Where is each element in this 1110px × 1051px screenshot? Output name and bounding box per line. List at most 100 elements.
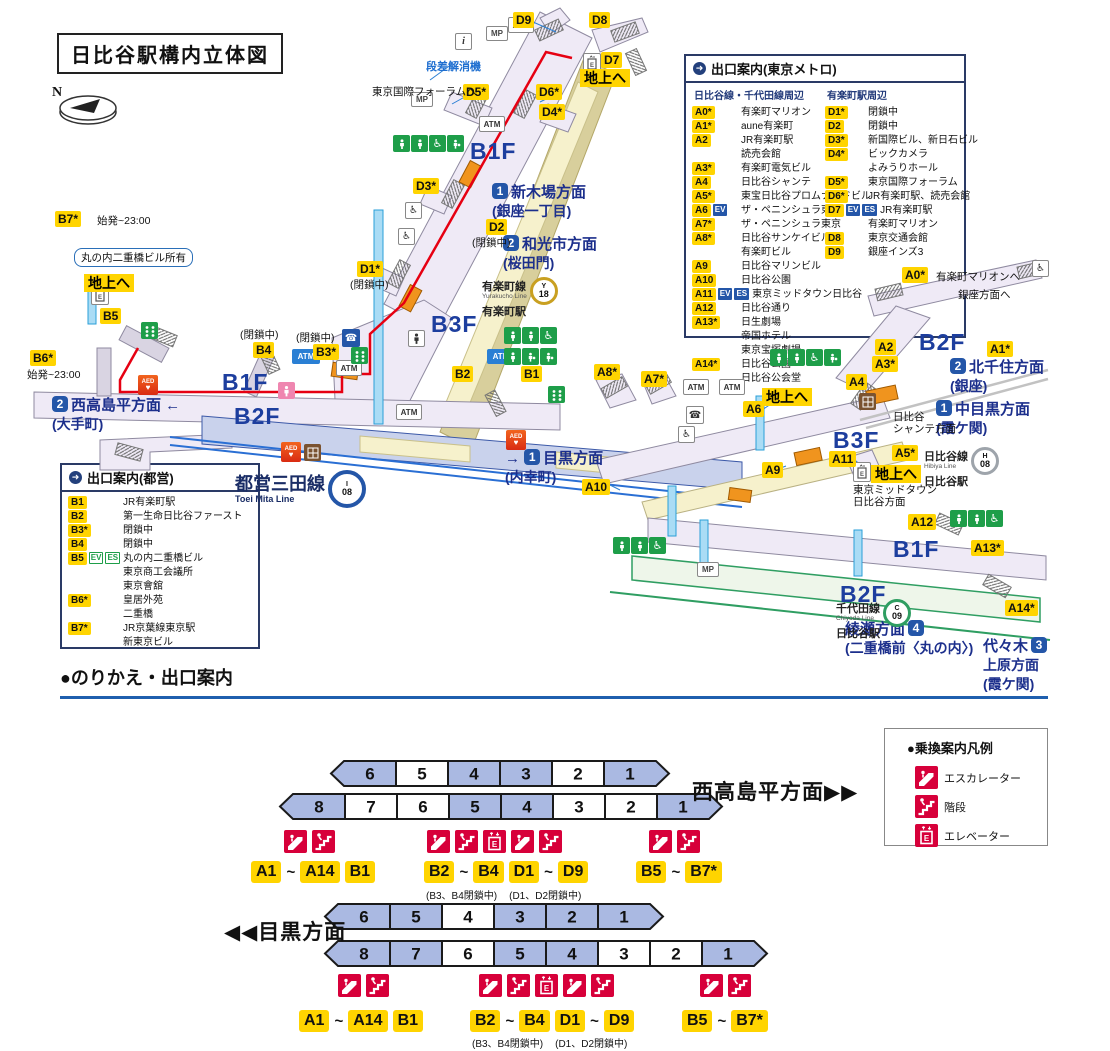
exit-range-badge-A14: A14	[348, 1010, 388, 1032]
car-number: 6	[418, 798, 427, 817]
tilde-separator: ~	[590, 1012, 599, 1030]
exit-code-badge: A4	[692, 176, 711, 189]
exit-badge-D9: D9	[513, 12, 535, 28]
exit-range-badge-B2: B2	[424, 861, 455, 883]
ev-badge: EV	[717, 288, 733, 300]
exit-destination: 読売会館	[741, 149, 781, 160]
car-number: 4	[469, 765, 479, 784]
grid-icon	[141, 322, 158, 339]
exit-destination: 日比谷公園	[741, 275, 791, 286]
guide-row-lead: A13*	[692, 316, 738, 329]
map-note: 日比谷シャンテ方面	[893, 411, 956, 435]
to-ground-label: 地上へ	[762, 388, 812, 406]
info-icon: i	[455, 33, 472, 50]
direction-sub: (霞ケ関)	[983, 676, 1035, 692]
exit-badge-A5: A5*	[892, 445, 919, 461]
atm-icon: ATM	[479, 116, 505, 132]
platform-number-chip: 1	[492, 183, 508, 199]
metro-exit-guide-title: ➜出口案内(東京メトロ)	[686, 56, 964, 83]
guide-row: A1*aune有楽町	[692, 120, 825, 133]
closed-note: (B3、B4閉鎖中)	[472, 1039, 544, 1050]
exit-badge-B1: B1	[521, 366, 543, 382]
guide-row: 日比谷公会堂	[692, 372, 825, 385]
station-name: 有楽町駅	[482, 306, 526, 318]
wc-icon: ♿	[950, 510, 1003, 527]
car-number: 7	[411, 945, 420, 964]
line-name-en: Toei Mita Line	[235, 493, 295, 504]
exit-code-badge: A6	[692, 204, 711, 217]
ev-badge: EV	[88, 552, 104, 564]
wc-icon: ♿	[393, 135, 464, 152]
legend-item-stairs: 階段	[885, 792, 1047, 821]
exit-code-badge: B1	[68, 496, 87, 509]
exit-range-badge-B7: B7*	[731, 1010, 768, 1032]
exit-badge-D8: D8	[589, 12, 611, 28]
guide-row: 読売会館	[692, 148, 825, 161]
guide-row: 東京會舘	[68, 580, 252, 593]
wheelchair-icon: ♿	[986, 510, 1003, 527]
map-note-blue: 段差解消機	[426, 61, 481, 73]
direction-sub: (銀座一丁目)	[492, 203, 572, 219]
transfer-icon-row	[649, 830, 700, 853]
exit-destination: 帝国ホテル	[741, 331, 791, 342]
exit-code-badge: A11	[692, 288, 716, 301]
tel-icon: ☎	[342, 329, 360, 347]
guide-row: A7*ザ・ペニンシュラ東京	[692, 218, 841, 231]
line-name-en: Hibiya Line	[924, 463, 957, 470]
guide-row: A0*有楽町マリオン	[692, 106, 825, 119]
station-name: 日比谷駅	[924, 476, 968, 488]
pbox-icon	[408, 330, 425, 347]
exit-destination: 第一生命日比谷ファースト	[123, 511, 243, 522]
exit-code-badge: A7*	[692, 218, 715, 231]
floor-label-b1f: B1F	[470, 138, 517, 164]
exit-code-badge: A2	[692, 134, 711, 147]
exit-code-badge: A3*	[692, 162, 715, 175]
exit-code-badge: B3*	[68, 524, 91, 537]
exit-destination: JR有楽町駅	[741, 135, 794, 146]
roundel-number: 18	[538, 289, 549, 299]
exit-code-badge: B5	[68, 552, 87, 565]
stairs-icon	[539, 830, 562, 853]
atm-icon: ATM	[719, 379, 745, 395]
car-number: 4	[567, 945, 577, 964]
map-note: 銀座方面へ	[958, 289, 1011, 301]
svg-text:E: E	[98, 295, 102, 301]
roundel-number: 09	[891, 611, 902, 621]
restroom-person-icon	[631, 537, 648, 554]
exit-code-badge: A13*	[692, 316, 721, 329]
escalator-icon	[915, 766, 938, 789]
exit-badge-A12: A12	[908, 514, 937, 530]
direction-sub: (桜田門)	[503, 255, 555, 271]
exit-badge-B4: B4	[253, 342, 275, 358]
exit-destination: よみうりホール	[868, 163, 938, 174]
exit-range-badge-B5: B5	[636, 861, 667, 883]
car-number: 3	[521, 765, 530, 784]
exit-range-badge-D9: D9	[557, 861, 589, 883]
platform-number-chip: 3	[1031, 637, 1048, 653]
baby-icon	[540, 348, 557, 365]
escalator-icon	[338, 974, 361, 997]
direction-heading-left: ◀◀目黒方面	[224, 921, 347, 944]
tilde-separator: ~	[671, 863, 681, 881]
map-note-line: 日比谷	[893, 411, 925, 423]
guide-row-lead: B7*	[68, 622, 120, 635]
wch-icon: ♿	[1032, 260, 1049, 277]
elevator-icon: E	[915, 824, 938, 847]
exit-destination: 東宝日比谷プロムナードビル	[741, 191, 871, 202]
exit-code-badge: B2	[68, 510, 87, 523]
exit-destination: 二重橋	[123, 609, 153, 620]
restroom-person-icon	[393, 135, 410, 152]
restroom-person-icon	[770, 349, 787, 366]
guide-row: A2 JR有楽町駅	[692, 134, 825, 147]
metro-col1-header: 日比谷線・千代田線周辺	[694, 91, 804, 102]
exit-destination: 日比谷通り	[741, 303, 791, 314]
